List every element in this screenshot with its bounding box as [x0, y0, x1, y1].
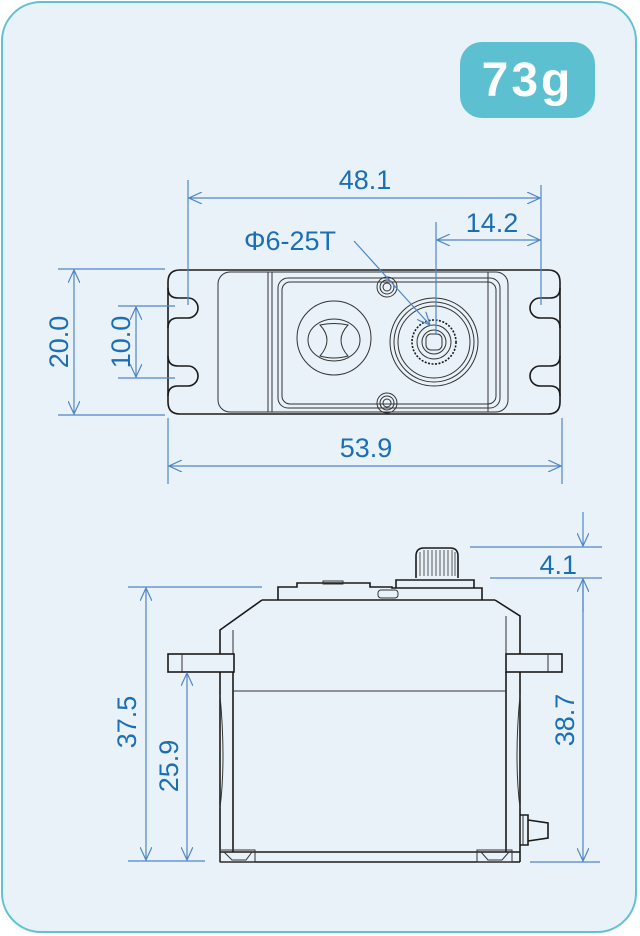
dim-slot-spacing: 10.0 [106, 316, 136, 369]
dim-mount-height: 25.9 [154, 740, 184, 793]
top-view: 48.1 14.2 Φ6-25T 20.0 10.0 53.9 [44, 165, 563, 484]
dim-body-height: 37.5 [112, 696, 142, 749]
dim-spline-spec: Φ6-25T [244, 226, 336, 256]
weight-badge: 73g [460, 42, 595, 118]
dim-overall-length: 53.9 [340, 433, 393, 463]
dim-body-width: 20.0 [44, 316, 74, 369]
dim-mount-hole-spacing: 48.1 [339, 165, 392, 195]
dim-spline-offset: 14.2 [466, 208, 519, 238]
dim-overall-height: 38.7 [550, 694, 580, 747]
side-view: 4.1 38.7 37.5 25.9 [112, 512, 602, 863]
dim-spline-height: 4.1 [539, 550, 577, 580]
